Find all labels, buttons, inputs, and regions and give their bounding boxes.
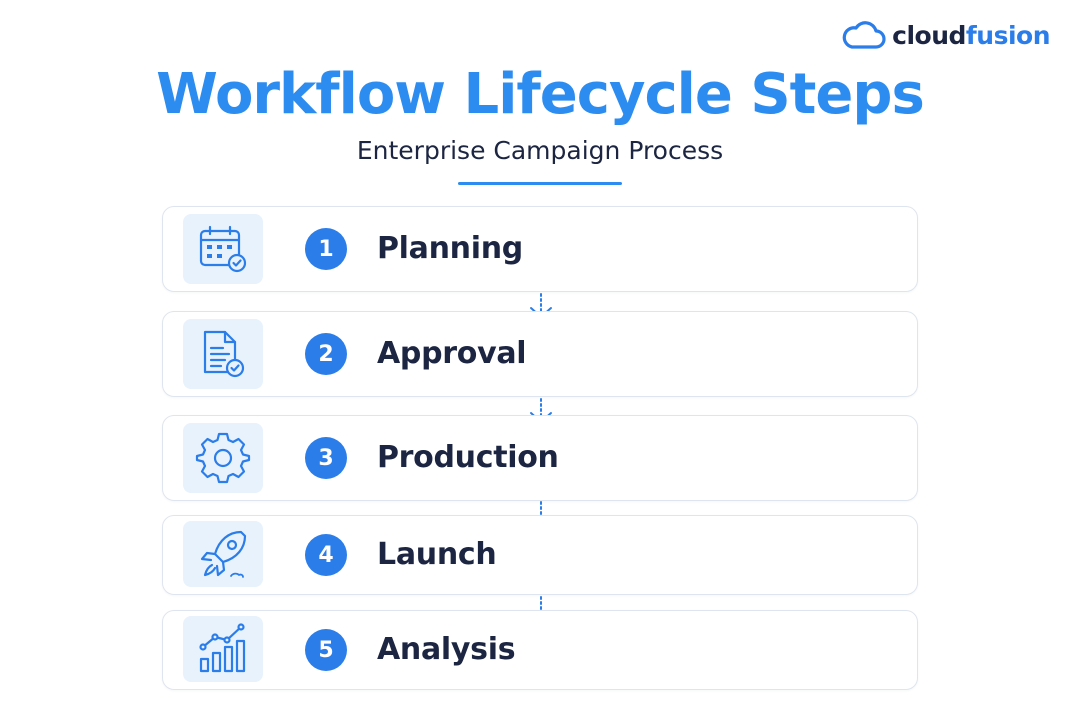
step-label: Planning [377, 231, 523, 266]
step-card-approval: 2 Approval [162, 311, 918, 397]
step-number-badge: 5 [305, 629, 347, 671]
step-label: Launch [377, 537, 497, 572]
document-check-icon [203, 330, 245, 378]
bar-chart-trend-icon [199, 623, 246, 673]
step-label: Analysis [377, 632, 516, 667]
step-icon-tile [183, 616, 263, 682]
step-number-badge: 4 [305, 534, 347, 576]
cloud-icon [842, 21, 886, 49]
brand-logo: cloudfusion [840, 18, 1051, 52]
step-card-launch: 4 Launch [162, 515, 918, 595]
step-label: Approval [377, 336, 527, 371]
step-card-planning: 1 Planning [162, 206, 918, 292]
step-icon-tile [183, 521, 263, 587]
brand-name-part1: cloud [892, 20, 966, 50]
brand-name: cloudfusion [892, 21, 1050, 50]
step-icon-tile [183, 319, 263, 389]
step-icon-tile [183, 214, 263, 284]
title-underline [458, 182, 622, 185]
page-title: Workflow Lifecycle Steps [156, 62, 925, 127]
rocket-icon [200, 530, 247, 578]
step-icon-tile [183, 423, 263, 493]
gear-icon [195, 432, 251, 484]
brand-name-part2: fusion [965, 20, 1051, 50]
calendar-check-icon [199, 225, 247, 273]
step-number-badge: 1 [305, 228, 347, 270]
step-number-badge: 2 [305, 333, 347, 375]
page-subtitle: Enterprise Campaign Process [356, 136, 724, 165]
step-card-analysis: 5 Analysis [162, 610, 918, 690]
step-number-badge: 3 [305, 437, 347, 479]
step-label: Production [377, 440, 559, 475]
step-card-production: 3 Production [162, 415, 918, 501]
